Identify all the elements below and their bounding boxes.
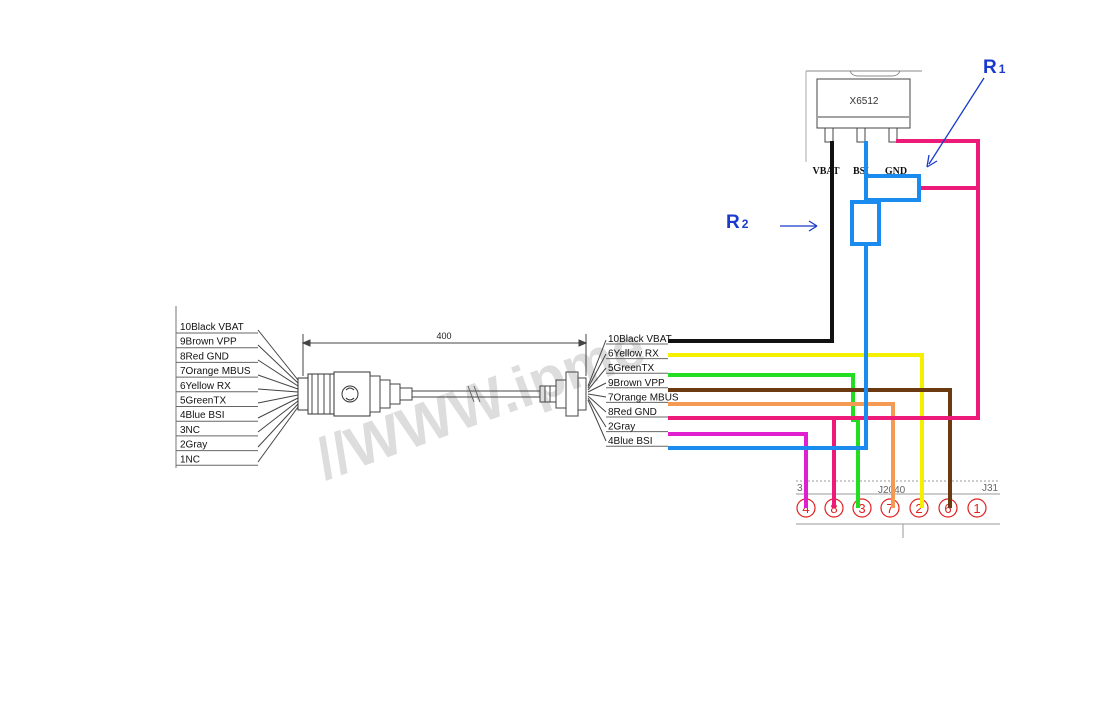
connector-pin-number: 6 <box>944 501 951 516</box>
r1-arrow-head <box>926 154 938 168</box>
dimension-label: 400 <box>436 331 451 341</box>
r2-subscript: 2 <box>742 217 749 231</box>
wire-blue-bsi <box>668 141 868 450</box>
right-label: 4Blue BSI <box>608 436 652 447</box>
chip-pin-label-vbat: VBAT <box>812 166 839 177</box>
r1-subscript: 1 <box>999 62 1006 76</box>
right-plug <box>539 371 587 417</box>
chip-pin-vbat <box>824 127 834 143</box>
left-fanout <box>257 329 299 463</box>
left-label: 6Yellow RX <box>180 381 231 392</box>
left-label-table: 10Black VBAT 9Brown VPP 8Red GND 7Orange MB… <box>175 306 258 468</box>
resistor-r1 <box>864 174 921 202</box>
connector-pin-number: 3 <box>858 501 865 516</box>
wire-green-tx <box>668 373 860 508</box>
chip-body <box>816 78 911 129</box>
connector-pin-number: 4 <box>802 501 809 516</box>
wire-orange-mbus <box>668 402 895 508</box>
right-label: 5GreenTX <box>608 363 654 374</box>
right-label: 10Black VBAT <box>608 334 672 345</box>
connector-pin-number: 2 <box>915 501 922 516</box>
dimension-line <box>301 334 588 376</box>
chip-pin-label-gnd: GND <box>885 166 907 177</box>
right-label: 2Gray <box>608 422 635 433</box>
left-label: 10Black VBAT <box>180 322 244 333</box>
r1-arrow-shaft <box>928 77 985 165</box>
left-label: 7Orange MBUS <box>180 366 251 377</box>
right-label-table: 10Black VBAT 6Yellow RX 5GreenTX 9Brown VPP… <box>606 334 679 447</box>
chip-name: X6512 <box>850 96 879 107</box>
left-label-rows: 10Black VBAT 9Brown VPP 8Red GND 7Orange MB… <box>176 322 258 466</box>
connector-pin-number: 8 <box>830 501 837 516</box>
right-label: 9Brown VPP <box>608 378 665 389</box>
wire-black-vbat <box>668 141 834 343</box>
wire-brown-vpp <box>668 388 952 508</box>
right-label: 8Red GND <box>608 407 657 418</box>
right-label: 7Orange MBUS <box>608 392 679 403</box>
wire-yellow-rx <box>668 353 924 508</box>
left-label: 3NC <box>180 425 200 436</box>
resistor-r2 <box>850 200 881 246</box>
wire-magenta-gray <box>668 432 808 508</box>
left-label: 2Gray <box>180 440 207 451</box>
right-label: 6Yellow RX <box>608 349 659 360</box>
chip-pin-bsi <box>856 127 866 143</box>
watermark-text: //WWW.ipme <box>307 313 653 492</box>
left-label: 8Red GND <box>180 351 229 362</box>
wire-red-gnd <box>668 139 980 508</box>
chip-pin-gnd <box>888 127 898 143</box>
r2-arrow-head <box>808 220 818 232</box>
right-label-rows: 10Black VBAT 6Yellow RX 5GreenTX 9Brown VPP… <box>606 334 679 447</box>
cable-drawing <box>257 329 607 463</box>
connector-pin <box>967 498 987 518</box>
watermark: //WWW.ipme <box>307 313 653 492</box>
left-label: 9Brown VPP <box>180 337 237 348</box>
connector-label-3: 3 <box>797 483 803 494</box>
connector-label-j31: J31 <box>982 483 999 494</box>
left-label: 4Blue BSI <box>180 410 224 421</box>
left-label: 1NC <box>180 454 200 465</box>
r2-letter: R <box>726 212 740 233</box>
left-plug <box>297 371 413 417</box>
left-label: 5GreenTX <box>180 396 226 407</box>
wires <box>668 139 980 508</box>
cable-body <box>412 385 540 403</box>
chip-x6512: X6512 VBAT BSI GND <box>805 70 922 177</box>
r1-letter: R <box>983 57 997 78</box>
connector-pin-number: 1 <box>973 501 980 516</box>
chip-pin-label-bsi: BSI <box>853 166 869 177</box>
right-fanout <box>587 339 607 442</box>
connector-pin-number: 7 <box>886 501 893 516</box>
